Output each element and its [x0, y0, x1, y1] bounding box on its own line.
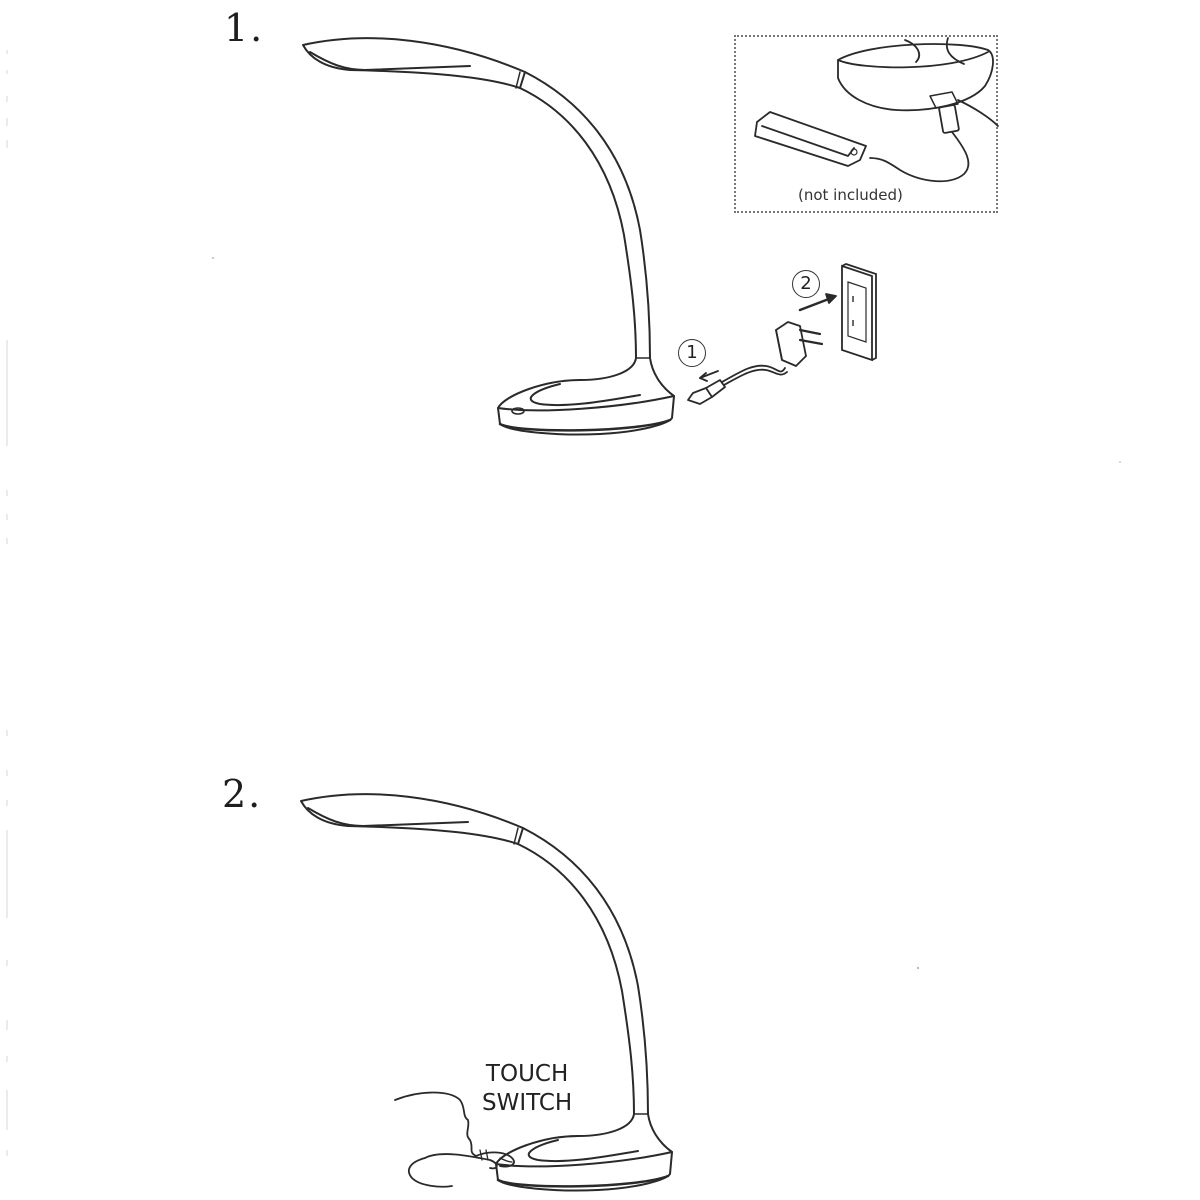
lamp-base — [495, 1113, 673, 1192]
inset-caption: (not included) — [798, 186, 903, 204]
callout-marker-1: 1 — [678, 339, 706, 367]
lamp-neck — [522, 827, 649, 1115]
touch-switch-label-line1: TOUCH — [485, 1061, 569, 1087]
step-2-number: 2. — [222, 772, 263, 816]
lamp-head — [302, 37, 526, 89]
dc-plug — [687, 387, 713, 405]
lamp-head — [300, 793, 524, 845]
lamp-neck — [524, 71, 651, 359]
step-1-number: 1. — [224, 6, 265, 50]
touch-switch-label: TOUCH SWITCH — [482, 1060, 572, 1118]
touch-switch-label-line2: SWITCH — [482, 1090, 573, 1116]
adapter-cable — [721, 364, 786, 383]
hand-pressing-switch — [394, 1091, 515, 1188]
callout-marker-2: 2 — [792, 270, 820, 298]
smartphone — [754, 111, 867, 167]
wall-outlet — [841, 263, 877, 362]
power-adapter-group — [687, 293, 837, 405]
